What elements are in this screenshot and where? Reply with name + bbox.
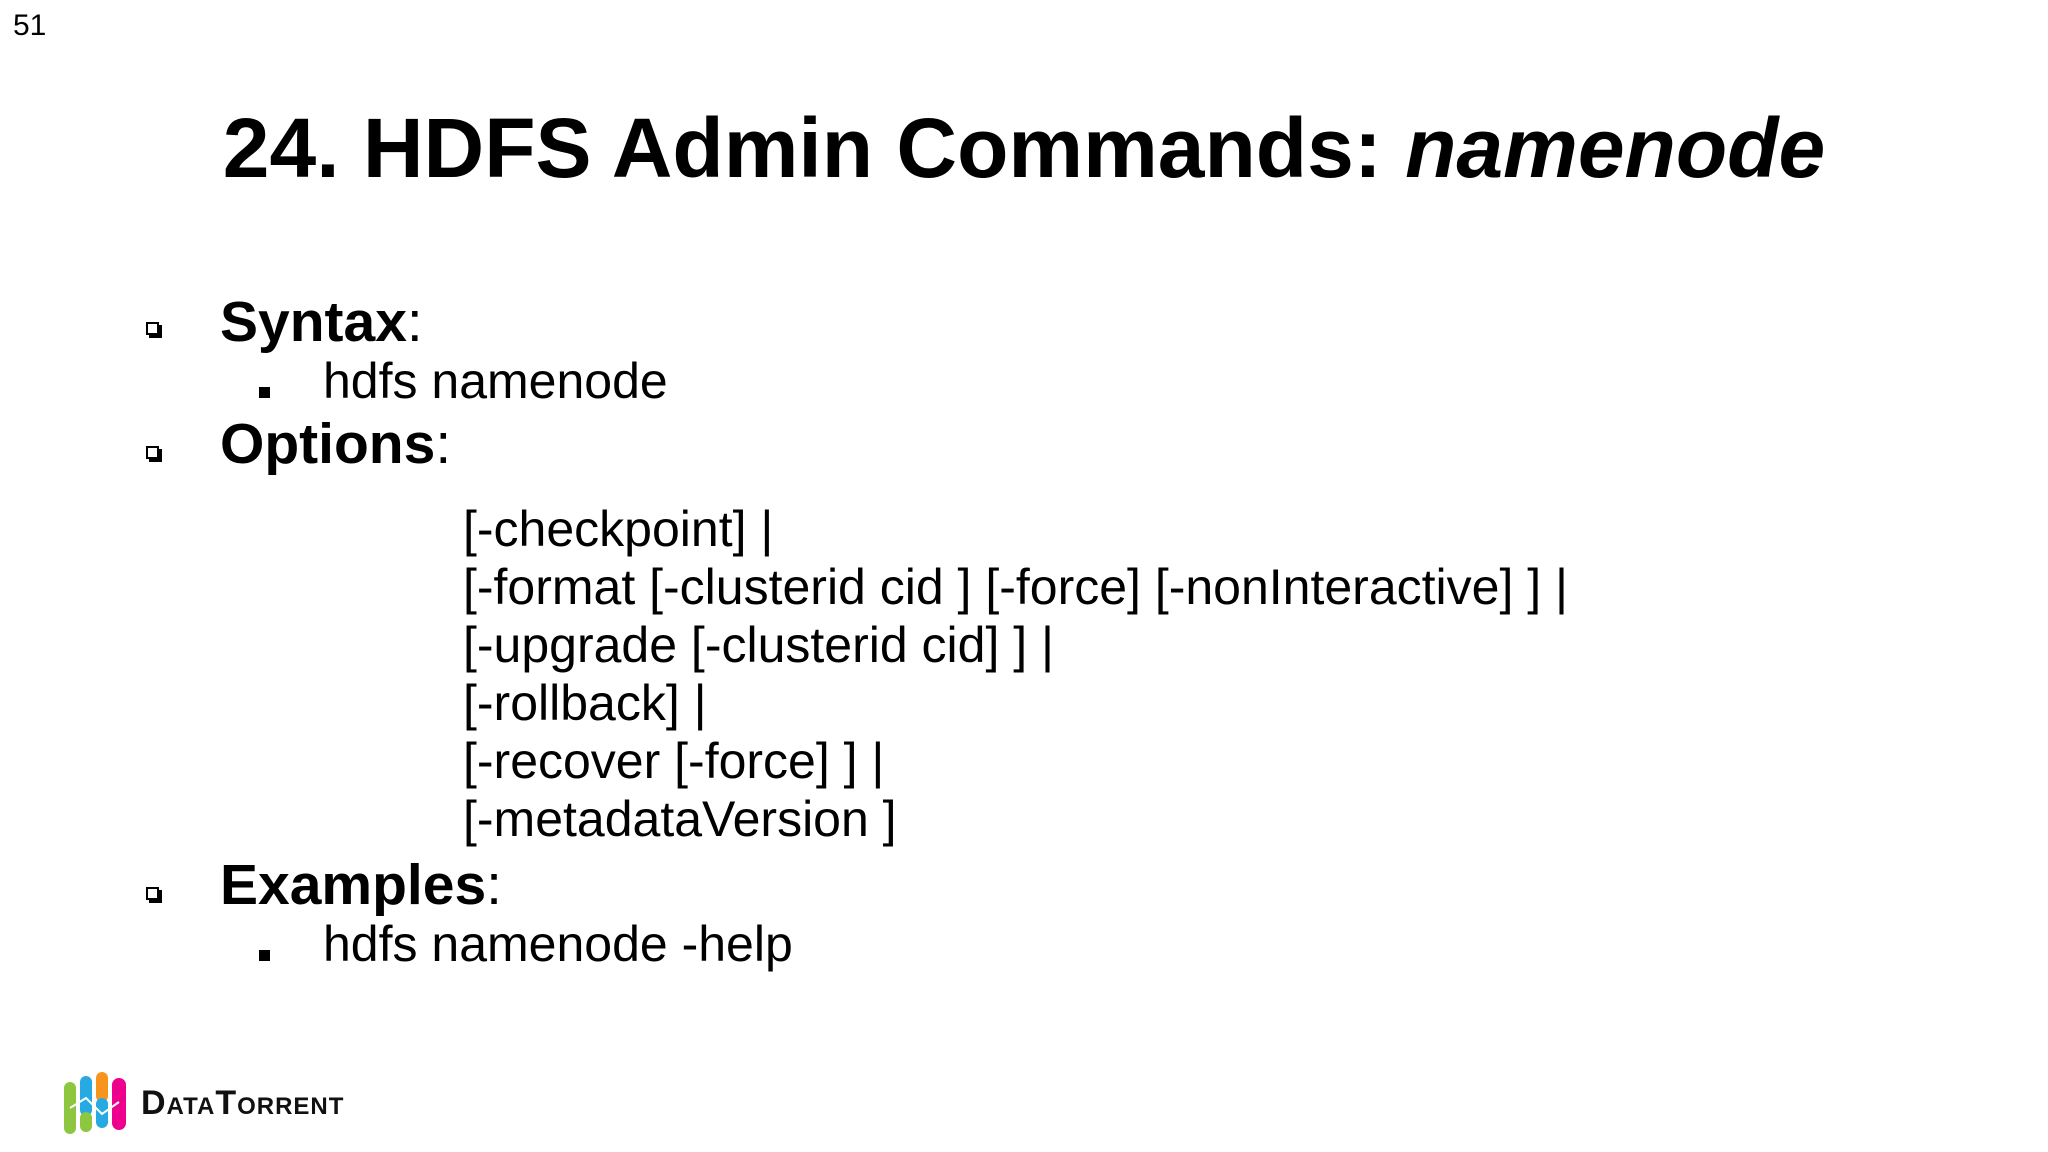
option-line: [-checkpoint] | bbox=[463, 501, 774, 557]
option-line: [-upgrade [-clusterid cid] ] | bbox=[463, 617, 1055, 673]
examples-item: hdfs namenode -help bbox=[323, 916, 793, 972]
datatorrent-logo-text: DataTorrent bbox=[141, 1083, 345, 1122]
bullet-square-icon bbox=[146, 887, 159, 900]
title-italic: namenode bbox=[1405, 101, 1826, 195]
slide-title: 24. HDFS Admin Commands: namenode bbox=[0, 100, 2048, 196]
syntax-heading: Syntax: bbox=[220, 290, 423, 354]
syntax-colon: : bbox=[406, 290, 423, 354]
option-line: [-recover [-force] ] | bbox=[463, 733, 885, 789]
option-line: [-format [-clusterid cid ] [-force] [-no… bbox=[463, 559, 1569, 615]
option-line: [-rollback] | bbox=[463, 675, 707, 731]
page-number: 51 bbox=[13, 9, 47, 42]
examples-heading: Examples: bbox=[220, 853, 502, 917]
syntax-item: hdfs namenode bbox=[323, 353, 668, 409]
bullet-filled-square-icon bbox=[259, 387, 270, 398]
datatorrent-logo: DataTorrent bbox=[62, 1068, 344, 1138]
bullet-square-icon bbox=[146, 446, 159, 459]
option-line: [-metadataVersion ] bbox=[463, 791, 897, 847]
bullet-filled-square-icon bbox=[259, 950, 270, 961]
options-heading: Options: bbox=[220, 412, 451, 476]
options-list: [-checkpoint] | [-format [-clusterid cid… bbox=[463, 500, 1568, 848]
syntax-heading-label: Syntax bbox=[220, 290, 407, 354]
examples-colon: : bbox=[486, 853, 503, 917]
options-heading-label: Options bbox=[220, 412, 436, 476]
title-main: 24. HDFS Admin Commands: bbox=[222, 101, 1406, 195]
datatorrent-logo-mark-icon bbox=[64, 1072, 126, 1134]
examples-heading-label: Examples bbox=[220, 853, 487, 917]
options-colon: : bbox=[435, 412, 452, 476]
bullet-square-icon bbox=[146, 322, 159, 335]
